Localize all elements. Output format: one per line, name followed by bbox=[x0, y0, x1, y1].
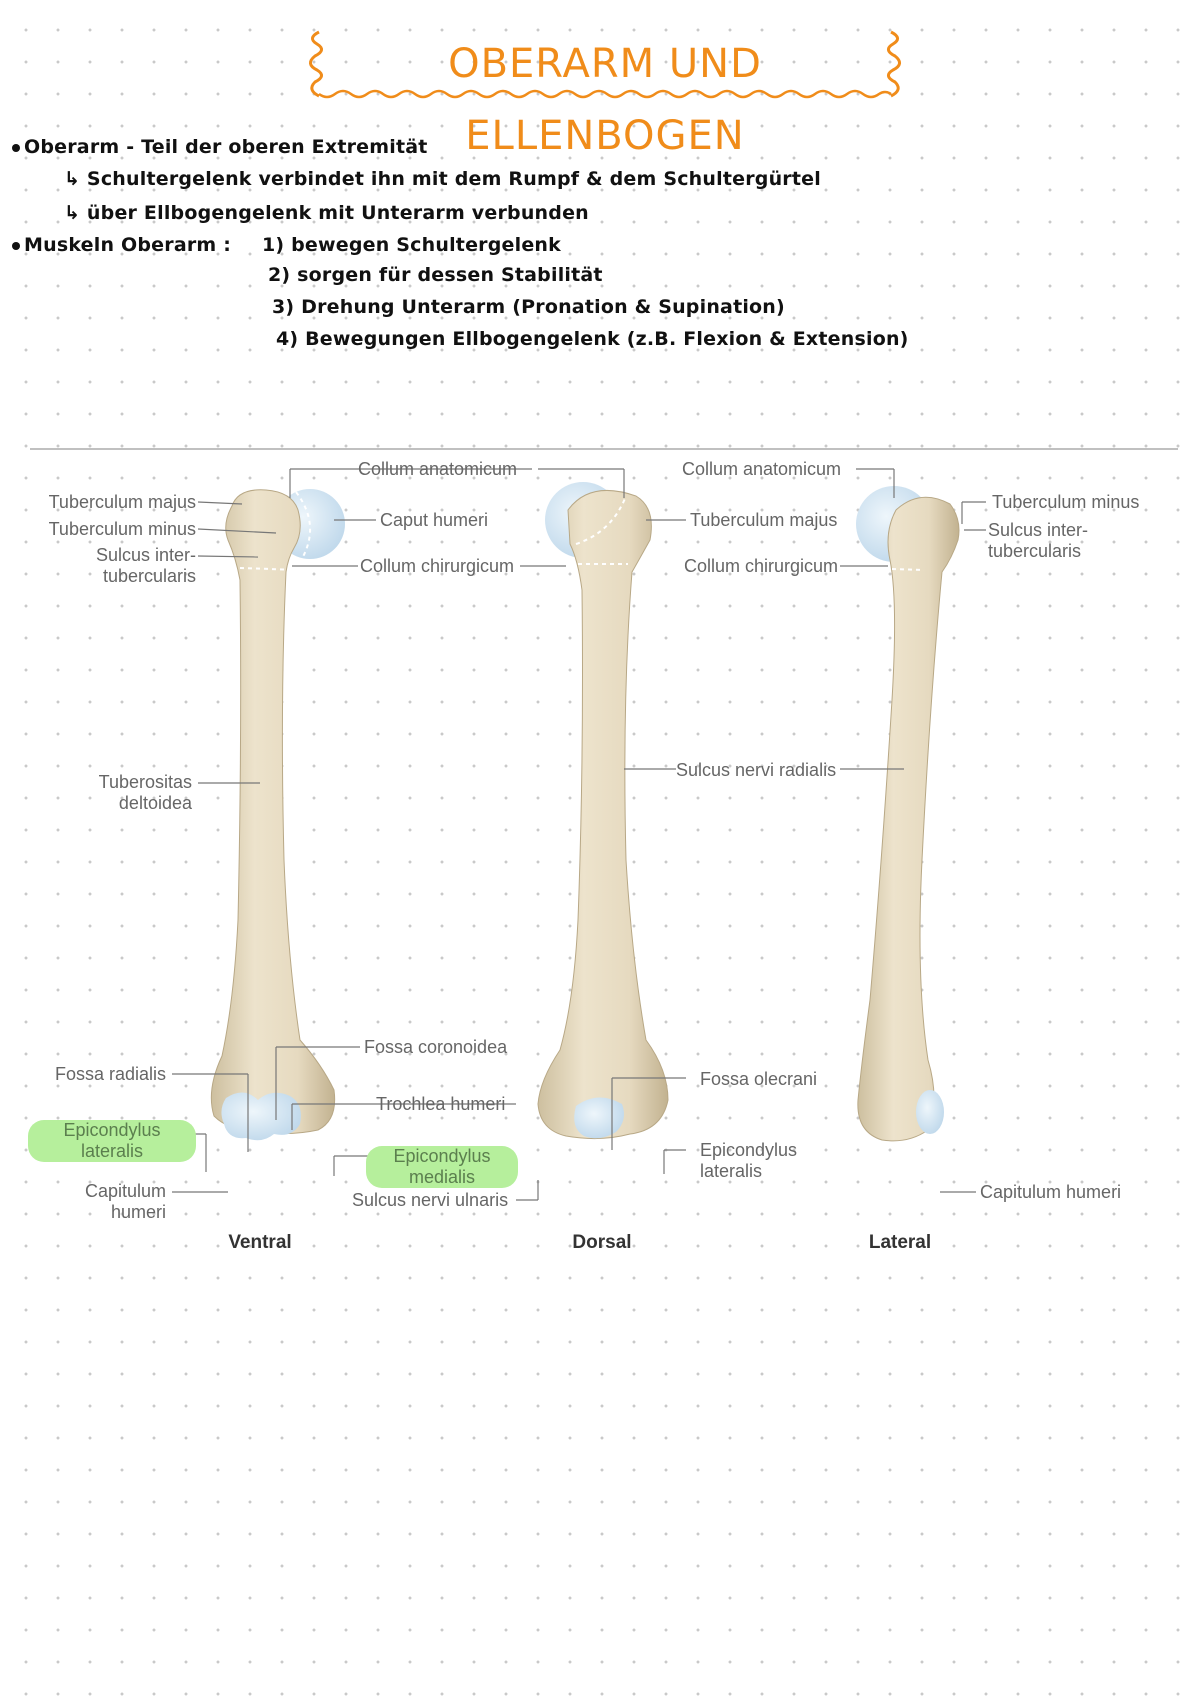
notes-section: Oberarm - Teil der oberen Extremität ↳ S… bbox=[0, 130, 1200, 360]
label-fossa-radialis: Fossa radialis bbox=[54, 1064, 166, 1084]
label-collum-anatomicum-ventral: Collum anatomicum bbox=[358, 459, 518, 479]
note-line-6: 2) sorgen für dessen Stabilität bbox=[268, 264, 603, 286]
bullet-icon bbox=[12, 143, 20, 152]
note-line-3: ↳ über Ellbogengelenk mit Unterarm verbu… bbox=[64, 202, 589, 224]
page-title-container: OBERARM UND ELLENBOGEN bbox=[305, 28, 905, 159]
trochlea-capitulum-ventral bbox=[221, 1092, 301, 1141]
label-sulcus-nervi-ulnaris: Sulcus nervi ulnaris bbox=[352, 1190, 509, 1210]
label-line: Sulcus inter- bbox=[988, 520, 1089, 540]
label-line: Sulcus inter- bbox=[95, 545, 196, 565]
label-line: tubercularis bbox=[988, 541, 1082, 561]
label-capitulum-humeri-lateral: Capitulum humeri bbox=[980, 1182, 1122, 1202]
label-tuberculum-majus-dorsal: Tuberculum majus bbox=[690, 510, 838, 530]
label-line: lateralis bbox=[80, 1141, 144, 1161]
label-fossa-olecrani: Fossa olecrani bbox=[700, 1069, 818, 1089]
label-fossa-coronoidea: Fossa coronoidea bbox=[364, 1037, 508, 1057]
label-line: Epicondylus bbox=[63, 1120, 161, 1140]
note-line-8: 4) Bewegungen Ellbogengelenk (z.B. Flexi… bbox=[276, 328, 909, 350]
label-epicondylus-lateralis-dorsal: Epicondylus lateralis bbox=[700, 1140, 797, 1182]
label-collum-chirurgicum-dorsal: Collum chirurgicum bbox=[684, 556, 839, 576]
label-line: medialis bbox=[408, 1167, 476, 1187]
label-caput-humeri: Caput humeri bbox=[380, 510, 489, 530]
label-line: Epicondylus bbox=[393, 1146, 491, 1166]
humerus-illustration bbox=[30, 448, 1178, 1201]
label-line: Epicondylus bbox=[700, 1140, 798, 1160]
humerus-ventral bbox=[210, 489, 345, 1141]
page-title: OBERARM UND ELLENBOGEN bbox=[448, 41, 762, 159]
note-line-4: Muskeln Oberarm : bbox=[12, 234, 231, 256]
label-sulcus-nervi-radialis: Sulcus nervi radialis bbox=[676, 760, 837, 780]
label-tuberculum-minus-lateral: Tuberculum minus bbox=[992, 492, 1140, 512]
label-capitulum-humeri-ventral: Capitulum humeri bbox=[20, 1181, 166, 1223]
label-line: Tuberositas bbox=[98, 772, 192, 792]
capitulum-lateral bbox=[916, 1090, 944, 1134]
label-collum-anatomicum-dorsal: Collum anatomicum bbox=[682, 459, 842, 479]
note-line-2: ↳ Schultergelenk verbindet ihn mit dem R… bbox=[64, 168, 821, 190]
caption-dorsal: Dorsal bbox=[572, 1232, 632, 1253]
label-line: Capitulum bbox=[84, 1181, 166, 1201]
note-text: Muskeln Oberarm : bbox=[24, 234, 232, 256]
caption-lateral: Lateral bbox=[868, 1232, 932, 1253]
humerus-figure: Tuberculum majus Tuberculum minus Sulcus… bbox=[0, 440, 1200, 1280]
note-line-7: 3) Drehung Unterarm (Pronation & Supinat… bbox=[272, 296, 785, 318]
note-text: Oberarm - Teil der oberen Extremität bbox=[24, 136, 428, 158]
label-line: tubercularis bbox=[102, 566, 196, 586]
note-line-1: Oberarm - Teil der oberen Extremität bbox=[12, 136, 428, 158]
label-collum-chirurgicum-ventral: Collum chirurgicum bbox=[360, 556, 515, 576]
label-sulcus-intertubercularis-ventral: Sulcus inter- tubercularis bbox=[20, 545, 196, 587]
label-line: humeri bbox=[110, 1202, 166, 1222]
label-line: deltoidea bbox=[118, 793, 192, 813]
label-line: lateralis bbox=[700, 1161, 763, 1181]
label-tuberculum-majus-ventral: Tuberculum majus bbox=[48, 492, 196, 512]
label-sulcus-intertubercularis-lateral: Sulcus inter- tubercularis bbox=[988, 520, 1088, 562]
label-epicondylus-medialis: Epicondylus medialis bbox=[366, 1146, 518, 1188]
humerus-lateral bbox=[856, 486, 960, 1142]
note-line-5: 1) bewegen Schultergelenk bbox=[262, 234, 561, 256]
bullet-icon bbox=[12, 241, 20, 250]
label-trochlea-humeri: Trochlea humeri bbox=[376, 1094, 506, 1114]
humerus-dorsal bbox=[537, 482, 669, 1140]
label-epicondylus-lateralis-ventral: Epicondylus lateralis bbox=[28, 1120, 196, 1162]
title-frame bbox=[309, 30, 901, 99]
label-tuberculum-minus-ventral: Tuberculum minus bbox=[48, 519, 196, 539]
label-tuberositas-deltoidea: Tuberositas deltoidea bbox=[20, 772, 192, 814]
caption-ventral: Ventral bbox=[228, 1232, 292, 1253]
